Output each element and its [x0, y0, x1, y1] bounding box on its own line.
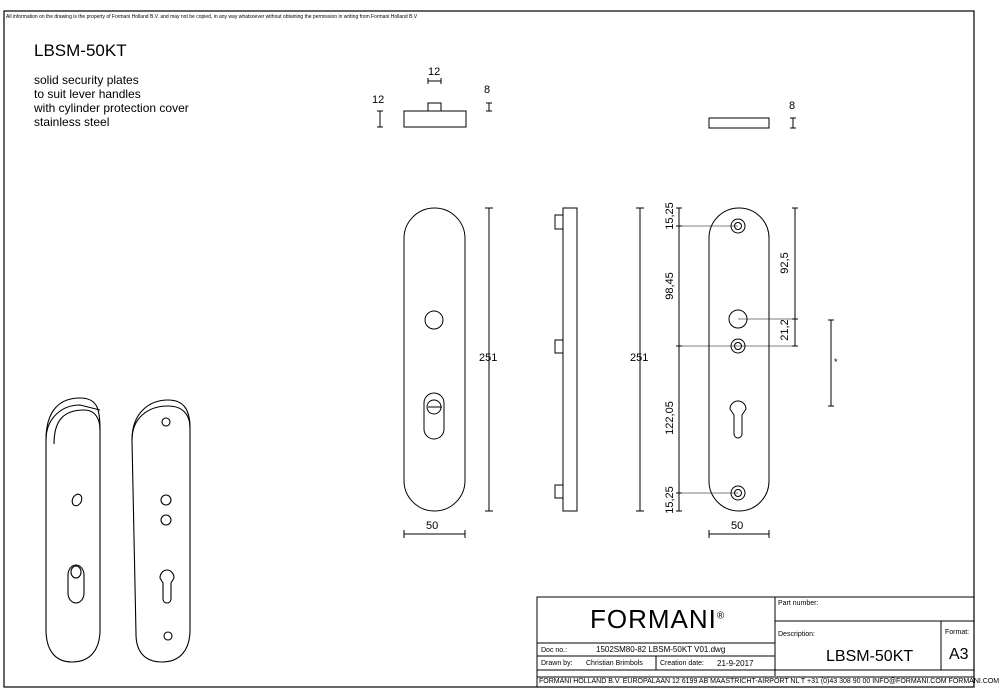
dim-spindle-hole: 21,2: [779, 319, 791, 341]
drawing-frame: [3, 10, 975, 688]
part-number-label: Part number:: [778, 600, 819, 607]
formani-logo: FORMANI®: [590, 604, 725, 635]
back-view-plate: [676, 207, 834, 538]
format-value: A3: [949, 646, 969, 663]
front-view-plate: [403, 207, 493, 538]
description-line: stainless steel: [34, 115, 110, 129]
company-footer: FORMANI HOLLAND B.V. EUROPALAAN 12 6199 …: [539, 678, 1000, 685]
description-label: Description:: [778, 631, 815, 638]
dim-to-spindle: 98,45: [664, 272, 676, 300]
dim-width-back: 50: [731, 520, 744, 532]
dim-top-thickness: 8: [484, 84, 491, 96]
top-view-plate: [377, 78, 492, 128]
dim-width-front: 50: [426, 520, 439, 532]
dim-height-front: 251: [479, 352, 498, 364]
logo-text: FORMANI: [590, 604, 717, 634]
disclaimer: All information on the drawing is the pr…: [6, 14, 418, 20]
dim-spindle-top-hole: 92,5: [779, 252, 791, 274]
title-block-lines: [536, 596, 975, 688]
product-code: LBSM-50KT: [34, 41, 127, 60]
side-view-plate: [554, 207, 644, 512]
dim-top-height: 12: [372, 94, 385, 106]
dim-top-width: 12: [428, 66, 441, 78]
description-line: solid security plates: [34, 73, 139, 87]
product-description: solid security plates to suit lever hand…: [34, 73, 189, 129]
creation-date-label: Creation date:: [660, 660, 704, 667]
format-label: Format:: [945, 629, 970, 636]
dim-bottom-margin: 15,25: [664, 486, 676, 514]
description-line: to suit lever handles: [34, 87, 141, 101]
doc-no-value: 1502SM80-82 LBSM-50KT V01.dwg: [596, 645, 726, 654]
description-line: with cylinder protection cover: [34, 101, 189, 115]
logo-mark: ®: [716, 610, 726, 622]
dim-height-side: 251: [630, 352, 649, 364]
drawn-by-value: Christian Brimbols: [586, 660, 643, 667]
doc-no-label: Doc no.:: [541, 647, 568, 654]
perspective-view-right: [131, 399, 191, 663]
creation-date-value: 21-9-2017: [717, 659, 754, 668]
dim-top-margin: 15,25: [664, 202, 676, 230]
perspective-view-left: [45, 397, 101, 663]
dim-side-thickness: 8: [789, 100, 796, 112]
top-view-plain: [708, 117, 796, 129]
drawn-by-label: Drawn by:: [541, 660, 573, 667]
description-value: LBSM-50KT: [826, 648, 914, 665]
dim-to-cylinder: 122,05: [664, 401, 676, 435]
asterisk-dim-label: *: [834, 357, 838, 367]
